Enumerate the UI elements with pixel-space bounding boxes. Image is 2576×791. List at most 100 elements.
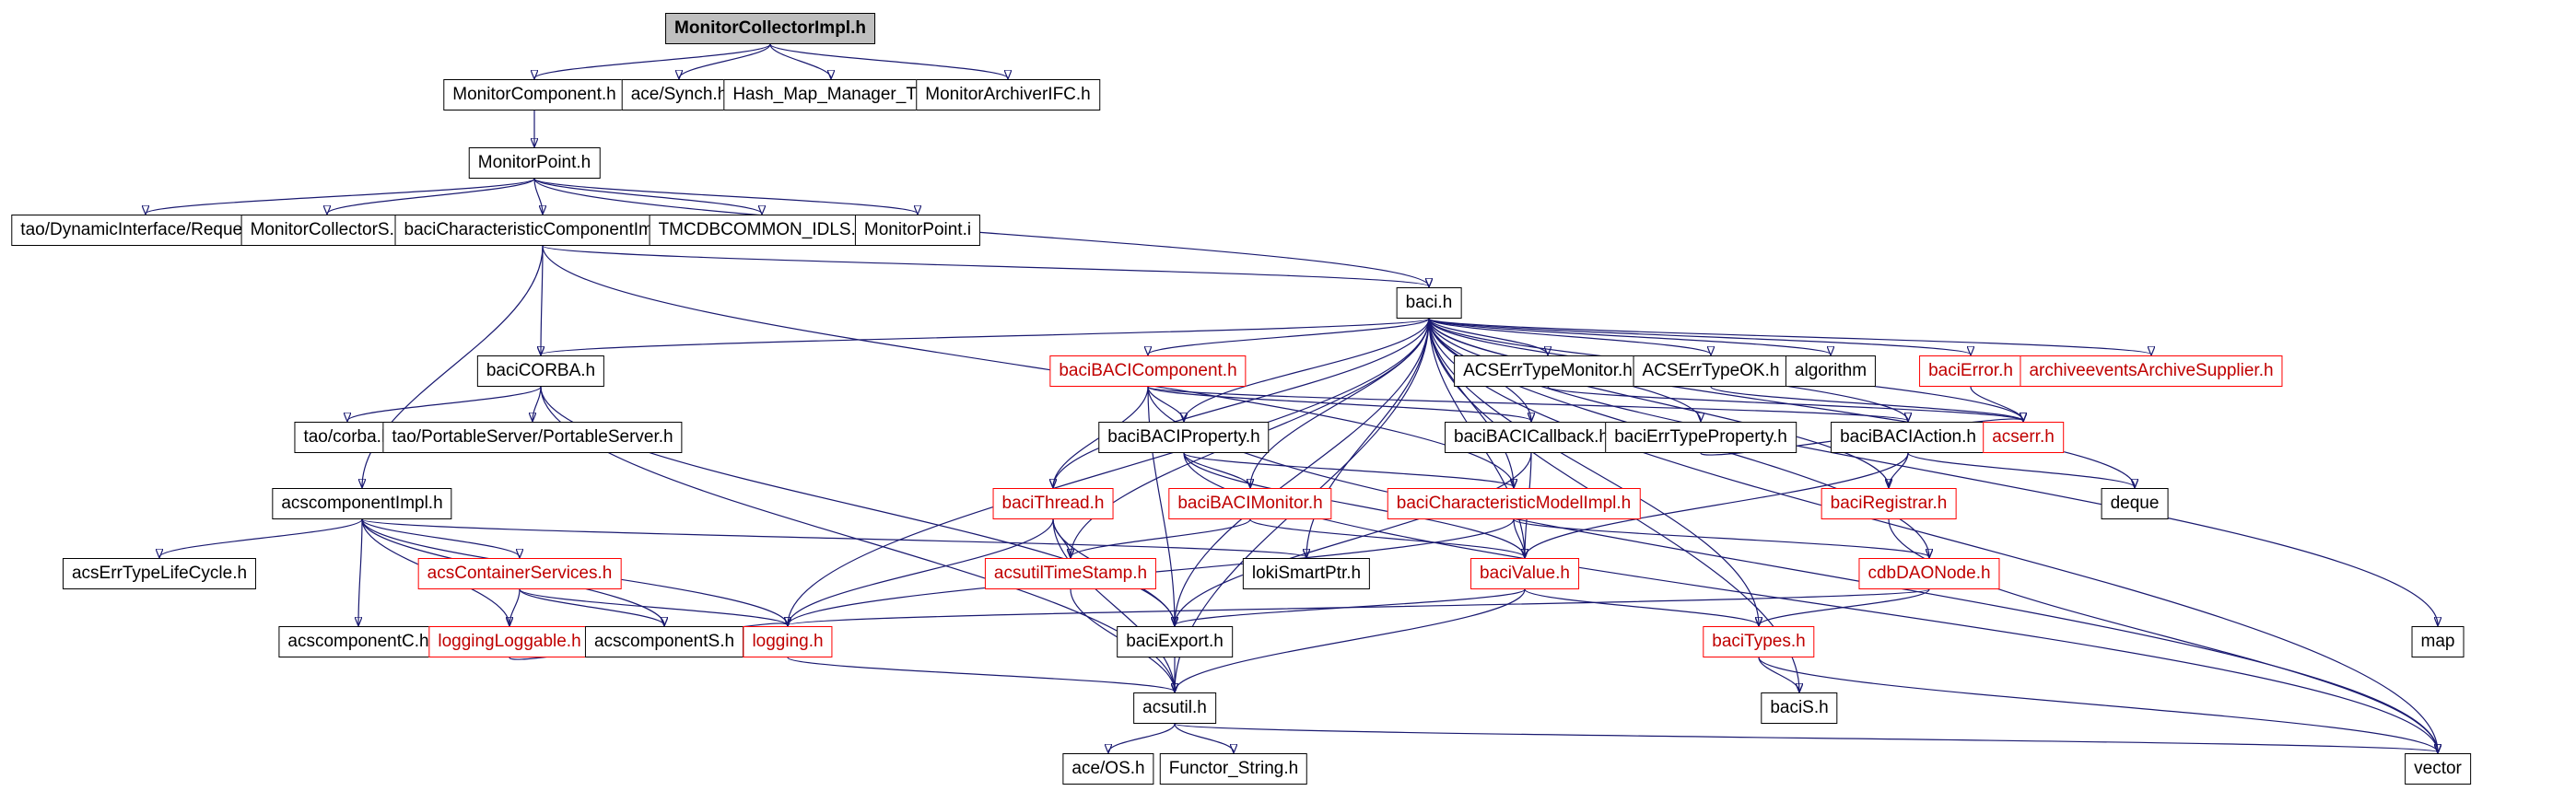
edge-acscomponentimpl-to-acscomponentc (358, 518, 363, 625)
node-cdbdaonode[interactable]: cdbDAONode.h (1858, 558, 2000, 589)
node-algorithm[interactable]: algorithm (1785, 355, 1877, 387)
edge-baci-to-baciexport (1175, 318, 1430, 625)
node-acsutiltimestamp[interactable]: acsutilTimeStamp.h (984, 558, 1157, 589)
node-tmcdbcommon[interactable]: TMCDBCOMMON_IDLS.h (649, 215, 875, 246)
edge-acsutil-to-ace_os (1108, 723, 1176, 752)
edge-acserrtypemonitor-to-acserr (1547, 386, 2023, 421)
edge-monitorpoint-to-baci (533, 178, 1429, 286)
edge-bacibaciaction-to-baciregistrar (1889, 452, 1909, 487)
edge-acsutil-to-functor_string (1174, 723, 1234, 752)
edge-bacibacicomponent-to-bacibacicallback (1147, 386, 1531, 421)
edge-acscomponentimpl-to-acserrtypelifecycle (159, 518, 363, 557)
node-bacierrtypeproperty[interactable]: baciErrTypeProperty.h (1605, 422, 1797, 453)
node-monitorpoint[interactable]: MonitorPoint.h (468, 147, 601, 179)
node-monitorcollectorimpl: MonitorCollectorImpl.h (665, 13, 875, 44)
edge-monitorcollectorimpl-to-monitorcomponent (534, 43, 771, 78)
node-acscomponentimpl[interactable]: acscomponentImpl.h (272, 488, 452, 519)
edge-bacicorba-to-tao_portableserver (533, 386, 542, 421)
node-acserrtypelifecycle[interactable]: acsErrTypeLifeCycle.h (62, 558, 257, 589)
edge-bacibacicomponent-to-bacibaciaction (1147, 386, 1908, 421)
node-baci[interactable]: baci.h (1396, 287, 1462, 319)
node-logging[interactable]: logging.h (743, 626, 833, 657)
edge-acscomponentimpl-to-lokismartptr (361, 518, 1306, 557)
edge-baci-to-logging (788, 318, 1430, 625)
edge-baci-to-bacitypes (1428, 318, 1759, 625)
node-bacicorba[interactable]: baciCORBA.h (476, 355, 605, 387)
edge-monitorpoint-to-monitorpoint_i (533, 178, 918, 214)
node-hash_map_manager[interactable]: Hash_Map_Manager_T.h (723, 79, 939, 111)
edge-bacibaciaction-to-bacivalue (1525, 452, 1909, 557)
edge-bacibacicallback-to-baciexport (1175, 452, 1532, 625)
edge-acscontainerservices-to-loggingloggable (509, 588, 521, 625)
node-bacibacicallback[interactable]: baciBACICallback.h (1445, 422, 1618, 453)
node-acscomponentc[interactable]: acscomponentC.h (278, 626, 439, 657)
node-loggingloggable[interactable]: loggingLoggable.h (428, 626, 591, 657)
node-bacibacicomponent[interactable]: baciBACIComponent.h (1049, 355, 1247, 387)
edge-bacibaciproperty-to-bacivalue (1183, 452, 1525, 557)
edge-baci-to-bacithread (1053, 318, 1430, 487)
edge-bacivalue-to-bacitypes (1524, 588, 1759, 625)
node-functor_string[interactable]: Functor_String.h (1159, 753, 1308, 785)
edge-bacicharcompimpl-to-baci (542, 245, 1429, 286)
node-bacibaciaction[interactable]: baciBACIAction.h (1831, 422, 1985, 453)
node-bacibaciproperty[interactable]: baciBACIProperty.h (1098, 422, 1270, 453)
node-map[interactable]: map (2411, 626, 2465, 657)
edge-bacibacicomponent-to-bacibaciproperty (1147, 386, 1184, 421)
edge-baci-to-archiveevents (1428, 318, 2151, 355)
edge-baci-to-bacibaciproperty (1184, 318, 1430, 421)
edge-acsutil-to-vector (1174, 723, 2438, 752)
edge-monitorpoint-to-tmcdbcommon (533, 178, 762, 214)
edge-bacitypes-to-vector (1758, 657, 2438, 752)
edge-logging-to-acsutil (787, 657, 1175, 692)
node-monitorcomponent[interactable]: MonitorComponent.h (443, 79, 626, 111)
node-acserrtypemonitor[interactable]: ACSErrTypeMonitor.h (1454, 355, 1642, 387)
edge-baci-to-baciregistrar (1428, 318, 1889, 487)
node-baciregistrar[interactable]: baciRegistrar.h (1821, 488, 1957, 519)
edge-bacibacimonitor-to-bacivalue (1249, 518, 1525, 557)
node-tao_portableserver[interactable]: tao/PortableServer/PortableServer.h (382, 422, 683, 453)
edge-cdbdaonode-to-logging (788, 588, 1930, 625)
node-vector[interactable]: vector (2405, 753, 2471, 785)
edge-baci-to-bacibacicomponent (1148, 318, 1430, 355)
edge-bacicharmodelimpl-to-bacivalue (1513, 518, 1525, 557)
node-lokismartptr[interactable]: lokiSmartPtr.h (1242, 558, 1371, 589)
node-bacicharmodelimpl[interactable]: baciCharacteristicModelImpl.h (1387, 488, 1641, 519)
node-baciexport[interactable]: baciExport.h (1117, 626, 1233, 657)
edge-bacicharmodelimpl-to-cdbdaonode (1513, 518, 1929, 557)
edge-bacitypes-to-bacis (1758, 657, 1799, 692)
node-acscomponents[interactable]: acscomponentS.h (584, 626, 744, 657)
node-acsutil[interactable]: acsutil.h (1133, 692, 1216, 724)
node-acserr[interactable]: acserr.h (1983, 422, 2064, 453)
node-ace_os[interactable]: ace/OS.h (1062, 753, 1154, 785)
node-acserrtypeok[interactable]: ACSErrTypeOK.h (1633, 355, 1789, 387)
edge-baci-to-bacierror (1428, 318, 1971, 355)
node-deque[interactable]: deque (2101, 488, 2169, 519)
edge-monitorcollectorimpl-to-hash_map_manager (769, 43, 831, 78)
edge-baci-to-deque (1428, 318, 2135, 487)
edge-bacibaciproperty-to-bacicharmodelimpl (1183, 452, 1514, 487)
edge-baci-to-lokismartptr (1306, 318, 1430, 557)
node-monitorpoint_i[interactable]: MonitorPoint.i (854, 215, 981, 246)
edge-baci-to-algorithm (1428, 318, 1831, 355)
node-bacitypes[interactable]: baciTypes.h (1703, 626, 1815, 657)
node-tao_corba[interactable]: tao/corba.h (294, 422, 401, 453)
node-monitorcollectors[interactable]: MonitorCollectorS.h (240, 215, 414, 246)
edge-acscontainerservices-to-acscomponents (519, 588, 664, 625)
node-bacis[interactable]: baciS.h (1761, 692, 1838, 724)
node-ace_synch[interactable]: ace/Synch.h (621, 79, 737, 111)
node-archiveevents[interactable]: archiveeventsArchiveSupplier.h (2020, 355, 2283, 387)
edge-acscomponentimpl-to-acscontainerservices (361, 518, 520, 557)
node-bacicharcompimpl[interactable]: baciCharacteristicComponentImpl.h (394, 215, 691, 246)
node-bacierror[interactable]: baciError.h (1919, 355, 2022, 387)
node-bacibacimonitor[interactable]: baciBACIMonitor.h (1168, 488, 1332, 519)
node-bacivalue[interactable]: baciValue.h (1470, 558, 1579, 589)
edge-monitorcollectorimpl-to-ace_synch (679, 43, 771, 78)
edge-bacithread-to-acsutil (1052, 518, 1175, 692)
node-tao_request[interactable]: tao/DynamicInterface/Request.h (11, 215, 280, 246)
edge-bacicharcompimpl-to-bacicharmodelimpl (542, 245, 1514, 487)
node-monitorarchiverifc[interactable]: MonitorArchiverIFC.h (916, 79, 1100, 111)
node-acscontainerservices[interactable]: acsContainerServices.h (417, 558, 622, 589)
node-bacithread[interactable]: baciThread.h (992, 488, 1114, 519)
edge-monitorpoint-to-bacicharcompimpl (533, 178, 543, 214)
